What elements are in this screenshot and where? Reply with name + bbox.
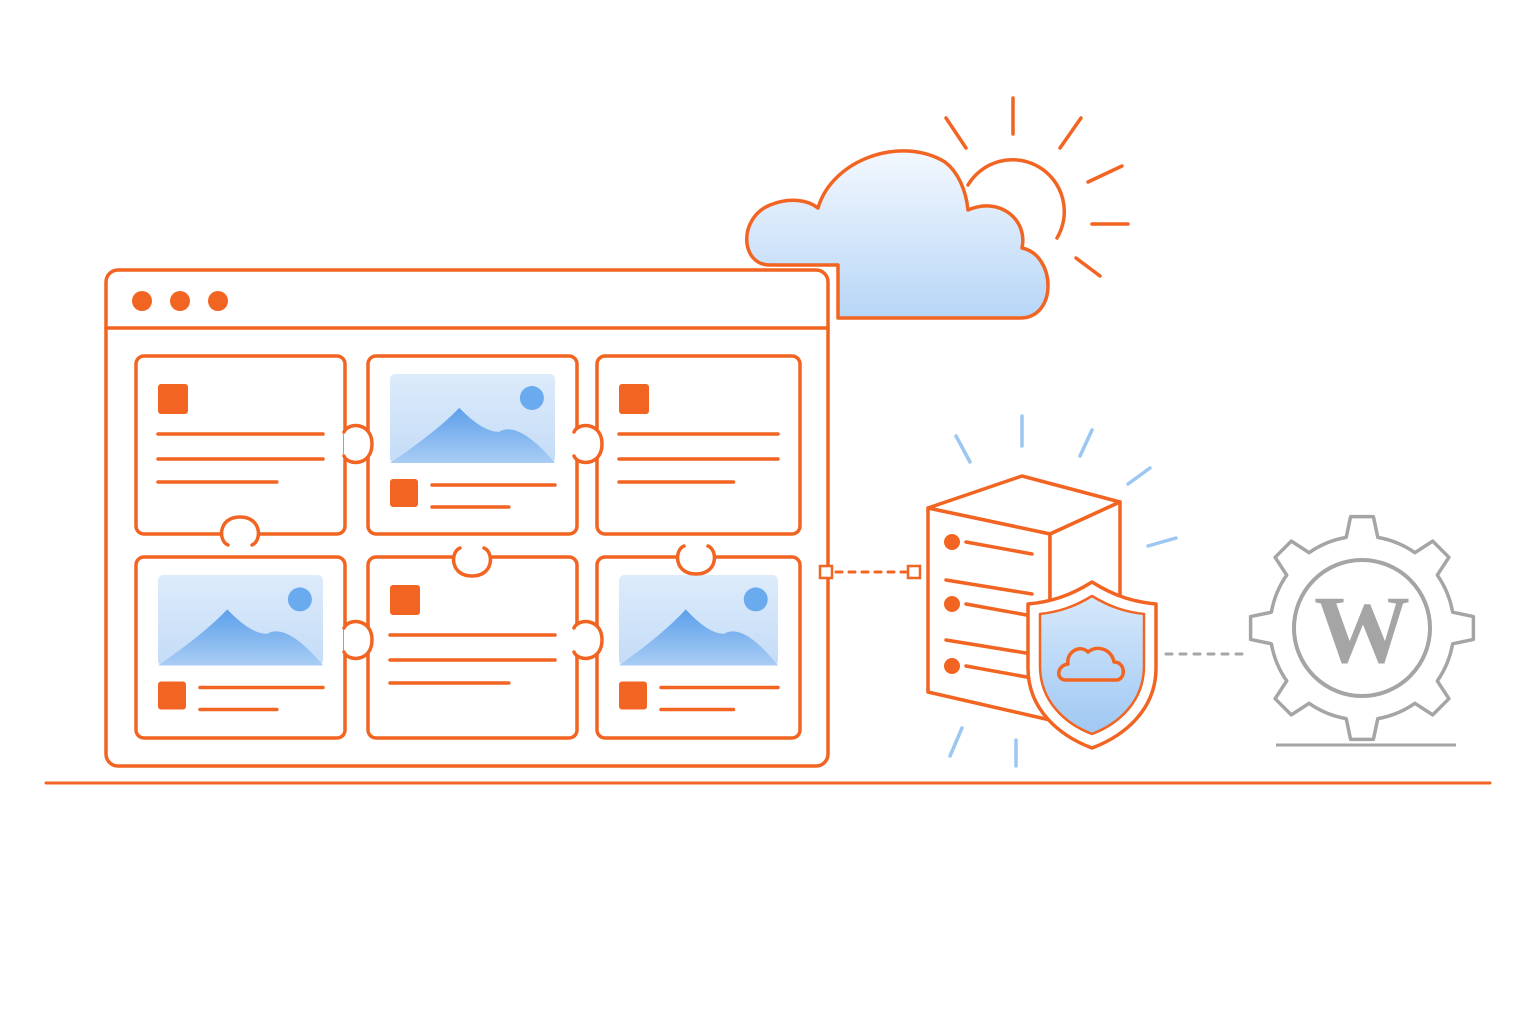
puzzle-knob <box>342 619 374 661</box>
window-dot <box>208 291 228 311</box>
card-frame <box>134 354 347 536</box>
mountain-icon <box>619 609 778 666</box>
puzzle-knob <box>451 546 493 578</box>
puzzle-knob <box>572 423 604 465</box>
sun-ray <box>1074 256 1102 278</box>
card-text <box>134 354 347 536</box>
browser-window <box>104 268 830 768</box>
card-image <box>134 555 347 740</box>
cloud-shape <box>745 149 1050 320</box>
glow-ray <box>954 434 972 464</box>
glow-ray <box>1078 428 1094 458</box>
card-badge <box>158 681 186 710</box>
card-badge <box>619 384 649 414</box>
puzzle-knob <box>219 515 261 547</box>
image-sun-dot <box>287 587 312 612</box>
wordpress-logo-letter: W <box>1314 576 1410 683</box>
image-sun-dot <box>743 587 768 612</box>
wordpress-gear-icon: W <box>1248 514 1476 747</box>
server-led <box>944 534 960 550</box>
mountain-icon <box>158 609 323 666</box>
sun-arc <box>966 157 1067 240</box>
window-dots <box>132 291 228 311</box>
shield-inner <box>1038 594 1146 736</box>
wordpress-logo-ring <box>1292 558 1432 698</box>
connector-node <box>906 564 922 580</box>
gear-outline <box>1248 514 1476 742</box>
connector-node <box>818 564 834 580</box>
cloud-with-sun-icon <box>745 96 1130 320</box>
window-dot <box>132 291 152 311</box>
server-slot <box>944 578 1034 596</box>
card-badge <box>390 585 420 615</box>
mountain-icon <box>390 407 555 463</box>
puzzle-knob <box>342 423 374 465</box>
puzzle-knob <box>572 619 604 661</box>
puzzle-connectors <box>219 423 717 661</box>
glow-ray <box>1146 536 1178 548</box>
server-slot <box>964 540 1034 556</box>
sun-ray <box>1086 164 1124 184</box>
glow-ray <box>948 726 964 758</box>
puzzle-knob <box>675 544 717 576</box>
server-led <box>944 658 960 674</box>
sun-ray <box>1058 116 1083 150</box>
shield-cloud-icon <box>1026 580 1158 750</box>
server-slot <box>964 602 1034 618</box>
server-slot <box>944 638 1034 656</box>
card-frame <box>366 555 579 740</box>
card-image <box>595 555 802 740</box>
shield-cloud-glyph <box>1057 646 1125 682</box>
card-badge <box>390 479 418 507</box>
glow-ray <box>1126 466 1152 486</box>
server-slot <box>964 664 1034 680</box>
card-frame <box>595 354 802 536</box>
card-badge <box>158 384 188 414</box>
card-image <box>366 354 579 536</box>
card-grid <box>134 354 802 740</box>
connector-browser-server <box>818 564 922 580</box>
card-text <box>595 354 802 536</box>
server-led <box>944 596 960 612</box>
sun-ray <box>944 116 968 150</box>
card-text <box>366 555 579 740</box>
browser-frame <box>104 268 830 768</box>
window-dot <box>170 291 190 311</box>
card-badge <box>619 681 647 710</box>
image-sun-dot <box>519 386 544 411</box>
